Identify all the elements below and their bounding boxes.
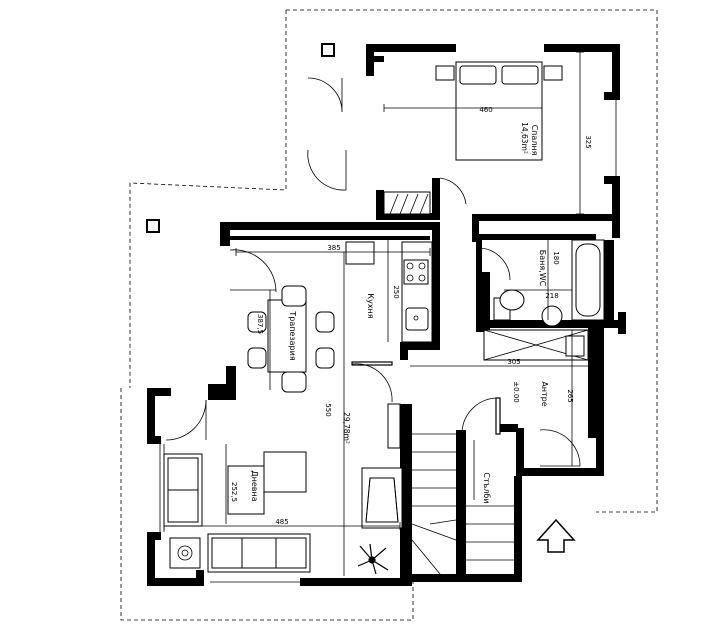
dim-bath-width: 218	[545, 292, 558, 300]
armchair	[169, 537, 201, 569]
dim-hall-width: 305	[507, 358, 520, 366]
roof-outline	[120, 9, 658, 621]
dim-living-center: 550	[324, 403, 332, 416]
dim-hall-height: 265	[566, 389, 574, 402]
doors	[165, 77, 581, 467]
stair-name: Стълби	[482, 472, 491, 503]
dim-kitchen-top: 385	[327, 244, 340, 252]
staircase	[411, 433, 514, 575]
dim-living-width: 485	[275, 518, 288, 526]
living-name: Дневна	[250, 470, 259, 501]
coffee-table	[263, 451, 307, 493]
bedroom-name: Спалня	[530, 125, 539, 156]
dining-table	[247, 285, 335, 393]
column-marker	[321, 43, 335, 57]
toilet	[493, 289, 525, 321]
wardrobe-hatch	[389, 193, 429, 215]
north-arrow-icon	[536, 518, 576, 553]
rug	[227, 465, 265, 515]
bed	[435, 61, 563, 161]
bathtub	[571, 239, 605, 321]
hall-level: ±0.00	[512, 381, 520, 402]
cabinet	[387, 403, 401, 449]
bath-sink	[541, 305, 563, 327]
dining-name: Трапезария	[288, 310, 297, 360]
shower-tray	[483, 329, 589, 361]
wardrobe	[383, 191, 431, 215]
kitchen-counter	[345, 241, 433, 343]
sofa-left	[163, 453, 203, 527]
bath-name: Баня,WC	[538, 250, 547, 287]
hall-name: Антре	[540, 381, 549, 406]
plant-icon	[357, 543, 389, 575]
dim-bedroom-depth: 325	[584, 135, 592, 148]
dim-living-sofa: 252,5	[230, 482, 238, 502]
walls	[147, 44, 626, 586]
fireplace	[361, 467, 403, 529]
kitchen-name: Кухня	[366, 293, 375, 318]
column-marker	[146, 219, 160, 233]
dim-kitchen-side: 250	[392, 285, 400, 298]
sofa-bottom	[207, 533, 311, 573]
bedroom-area: 14,63m²	[520, 122, 529, 154]
dim-bath-depth: 180	[552, 251, 560, 264]
living-area: 29,78m²	[342, 412, 351, 444]
dim-dining-side: 387,5	[256, 314, 264, 334]
dimension-lines	[163, 51, 596, 576]
dim-bedroom-width: 460	[479, 106, 492, 114]
